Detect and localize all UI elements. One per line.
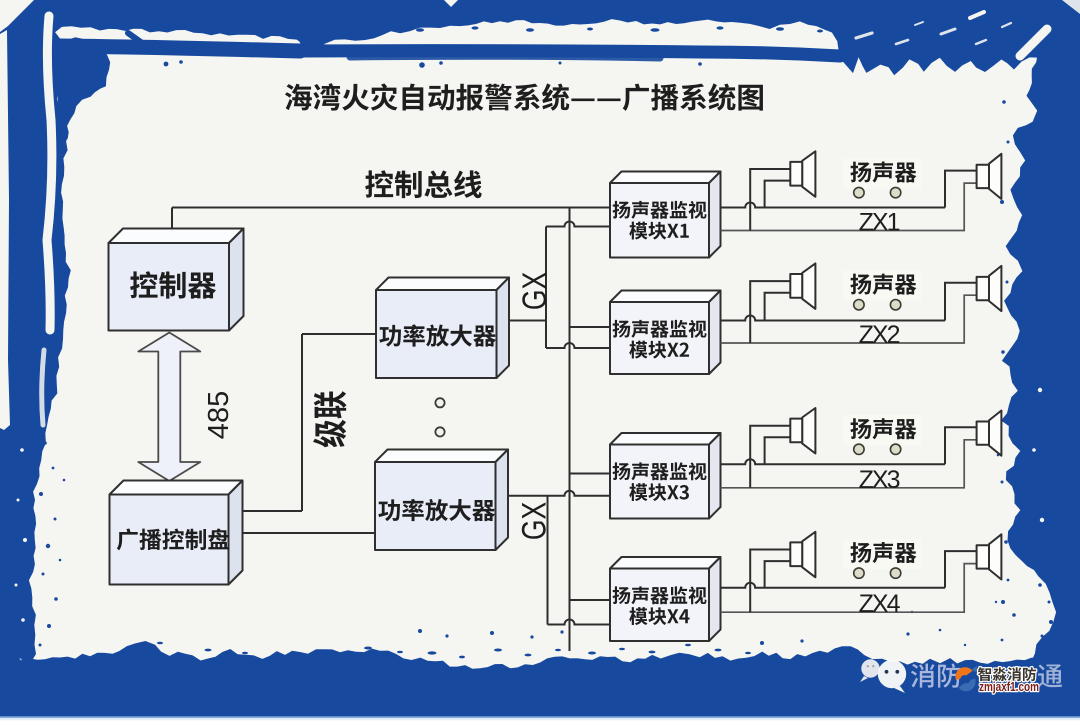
svg-text:ZX3: ZX3: [859, 466, 900, 494]
svg-text:ZX1: ZX1: [859, 209, 900, 237]
svg-text:ZX2: ZX2: [859, 321, 900, 349]
svg-text:GX: GX: [516, 272, 554, 310]
svg-text:GX: GX: [515, 502, 553, 540]
svg-text:ZX4: ZX4: [859, 590, 901, 618]
svg-text:zmjaxf1.com: zmjaxf1.com: [979, 679, 1039, 694]
svg-text:485: 485: [203, 391, 235, 439]
